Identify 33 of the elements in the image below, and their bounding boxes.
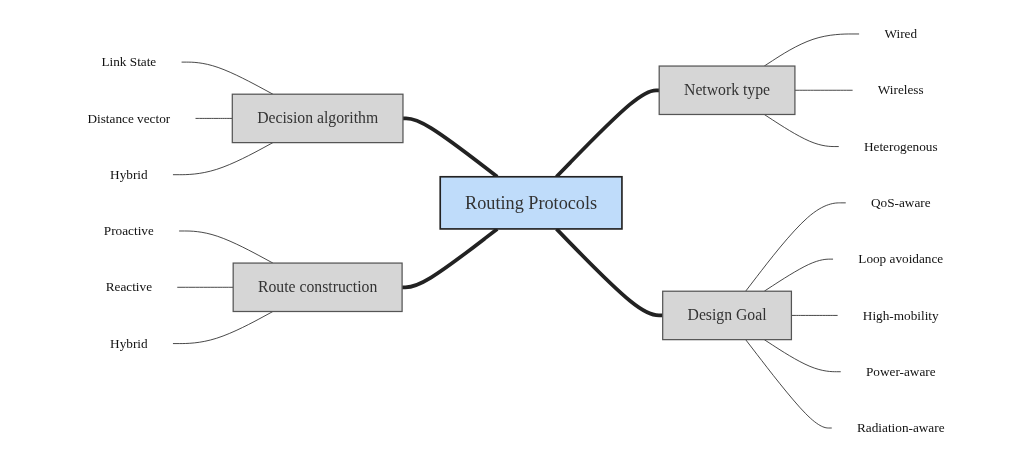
- node-text: Hybrid: [109, 336, 148, 351]
- connector: [177, 230, 273, 264]
- node-box: Network type: [658, 65, 796, 116]
- connector: [763, 33, 860, 67]
- node-box: Route construction: [232, 262, 403, 313]
- connector: [554, 227, 663, 318]
- node-box: Decision algorithm: [231, 93, 404, 144]
- node-text: Heterogenous: [863, 139, 938, 154]
- connector: [401, 227, 498, 290]
- connector: [763, 114, 840, 147]
- node-text: Loop avoidance: [857, 251, 943, 266]
- connector: [794, 89, 853, 91]
- node-text: Hybrid: [109, 167, 148, 182]
- connector: [744, 339, 833, 429]
- node-text: Proactive: [103, 223, 154, 238]
- node-box: Design Goal: [661, 290, 792, 341]
- connector: [171, 142, 273, 176]
- node-box: Routing Protocols: [438, 175, 623, 230]
- node-text: Radiation-aware: [856, 420, 945, 435]
- connector: [763, 258, 834, 292]
- node-text: High-mobility: [862, 307, 939, 323]
- connector: [790, 315, 838, 316]
- node-text: Reactive: [105, 279, 152, 294]
- node-text: Wireless: [877, 82, 924, 97]
- connector: [180, 61, 273, 95]
- node-text: Link State: [100, 54, 156, 69]
- node-text: Distance vector: [86, 110, 170, 126]
- node-text: Power-aware: [865, 364, 936, 379]
- node-text: Wired: [883, 26, 917, 41]
- connector: [744, 202, 847, 292]
- connector: [763, 339, 842, 373]
- connector: [171, 311, 273, 344]
- node-text: QoS-aware: [870, 195, 931, 210]
